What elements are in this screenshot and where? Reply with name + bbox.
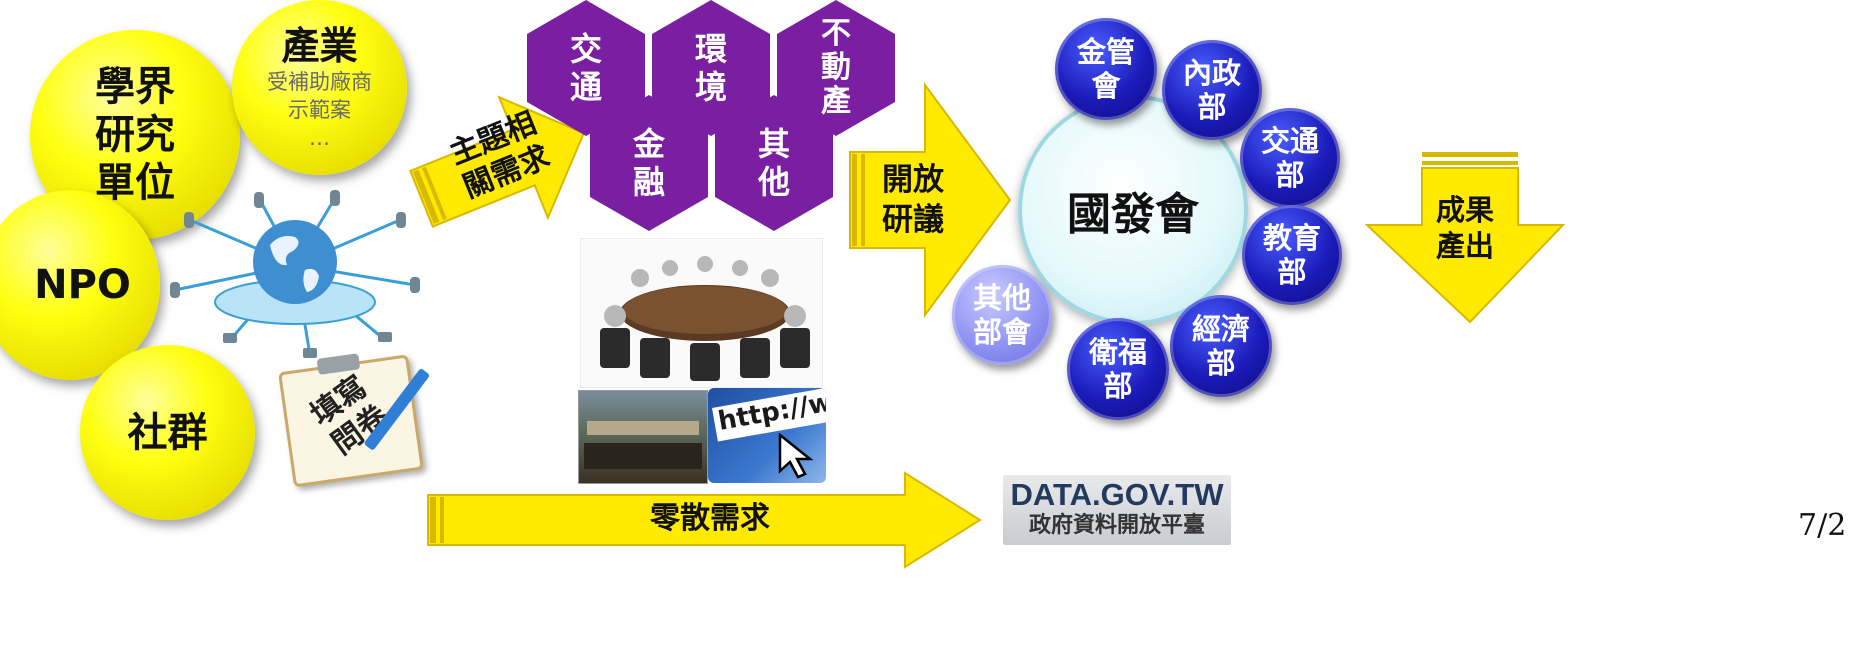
agency-economic: 經濟 部 xyxy=(1170,295,1272,397)
web-browser-image: http://www xyxy=(708,388,826,483)
center-org-label: 國發會 xyxy=(1067,189,1199,240)
results-label: 成果 產出 xyxy=(1435,193,1494,263)
page-number: 7/2 xyxy=(1798,508,1847,543)
agency-education: 教育 部 xyxy=(1242,205,1342,305)
meeting-room-image xyxy=(580,238,823,388)
agency-fsc: 金管 會 xyxy=(1055,18,1157,120)
topic-finance: 金 融 xyxy=(590,95,708,231)
web-url-text: http://www xyxy=(715,388,826,437)
cursor-icon xyxy=(778,433,814,479)
theme-arrow xyxy=(409,95,586,228)
bubble-industry: 產業 受補助廠商 示範案 … xyxy=(232,0,407,175)
network-globe-icon xyxy=(170,190,420,358)
agency-transport: 交通 部 xyxy=(1240,108,1340,208)
scattered-demand-arrow xyxy=(427,471,982,569)
bubble-npo-label: NPO xyxy=(34,262,131,308)
data-gov-subtitle: 政府資料開放平臺 xyxy=(1028,513,1205,538)
bubble-community-label: 社群 xyxy=(127,409,208,456)
bubble-industry-sub: 受補助廠商 示範案 … xyxy=(267,69,372,150)
bubble-npo: NPO xyxy=(0,190,160,380)
agency-interior: 內政 部 xyxy=(1162,40,1262,140)
data-gov-title: DATA.GOV.TW xyxy=(1010,477,1224,512)
agency-health: 衛福 部 xyxy=(1067,318,1169,420)
agency-others: 其他 部會 xyxy=(952,265,1052,365)
meeting-photo xyxy=(578,390,708,484)
results-arrow xyxy=(1365,152,1565,324)
topic-other: 其 他 xyxy=(715,95,833,231)
survey-clipboard-icon: 填寫 問卷 xyxy=(267,345,433,490)
open-forum-arrow xyxy=(849,81,1012,319)
bubble-industry-title: 產業 xyxy=(281,23,358,68)
bubble-academia-label: 學界 研究 單位 xyxy=(95,64,175,206)
bubble-community: 社群 xyxy=(80,345,255,520)
open-forum-label: 開放 研議 xyxy=(882,162,944,238)
scattered-demand-label: 零散需求 xyxy=(650,501,770,536)
data-gov-logo: DATA.GOV.TW 政府資料開放平臺 xyxy=(1003,475,1231,545)
